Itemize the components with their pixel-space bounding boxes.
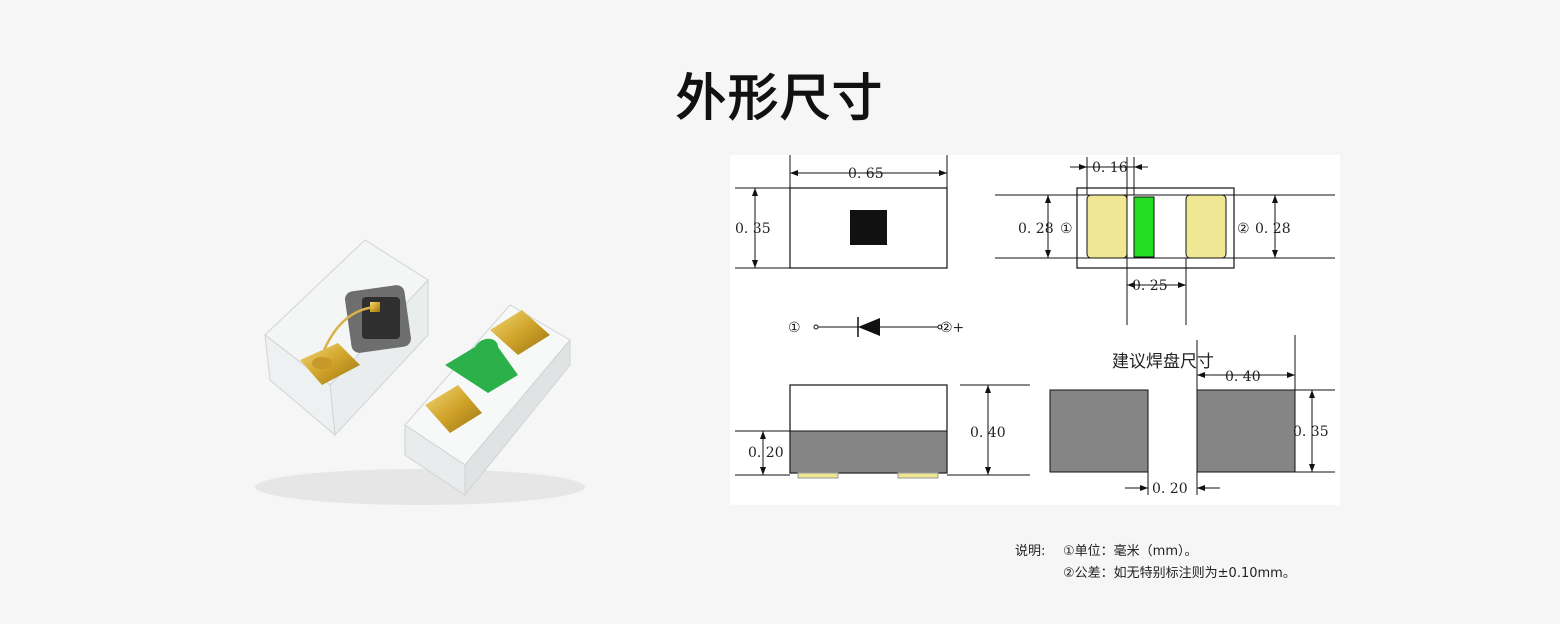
dim-width: 0. 65 xyxy=(848,166,884,182)
pin1-label: ① xyxy=(1060,221,1073,237)
dim-height: 0. 35 xyxy=(735,221,771,237)
bottom-view: 0. 16 0. 28 ① ② 0. 28 0. 25 xyxy=(995,157,1335,325)
dim-body-height: 0. 40 xyxy=(970,425,1006,441)
product-photo xyxy=(255,239,585,505)
note-row-1: 说明: ①单位：毫米（mm）。 xyxy=(1015,541,1296,563)
diode-symbol: ① ②+ xyxy=(788,317,964,337)
land-pattern-title: 建议焊盘尺寸 xyxy=(1112,352,1214,372)
note-unit: ①单位：毫米（mm）。 xyxy=(1063,544,1198,559)
notes-label: 说明: xyxy=(1015,544,1046,559)
dim-land-gap: 0. 20 xyxy=(1152,481,1188,497)
dim-land-height: 0. 35 xyxy=(1293,424,1329,440)
dim-land-width: 0. 40 xyxy=(1225,369,1261,385)
note-tolerance: ②公差：如无特别标注则为±0.10mm。 xyxy=(1063,566,1296,581)
symbol-pin2: ②+ xyxy=(940,320,964,336)
dim-pad-gap: 0. 16 xyxy=(1092,160,1128,176)
note-row-2: ②公差：如无特别标注则为±0.10mm。 xyxy=(1015,563,1296,585)
dim-pad-pitch: 0. 25 xyxy=(1132,278,1168,294)
page-title: 外形尺寸 xyxy=(676,69,884,127)
land-pattern: 建议焊盘尺寸 0. 40 0. 35 0. 20 xyxy=(1049,335,1335,497)
pin2-label: ② xyxy=(1237,221,1250,237)
dim-height-right: 0. 28 xyxy=(1255,221,1291,237)
dimension-drawing: 0. 65 0. 35 0. 16 0. 28 ① ② 0. 28 0. 25 xyxy=(730,155,1340,505)
top-view: 0. 65 0. 35 xyxy=(735,155,948,269)
side-view: 0. 40 0. 20 xyxy=(735,384,1030,479)
dim-lens-height: 0. 20 xyxy=(748,445,784,461)
package-front-view xyxy=(264,239,429,437)
symbol-pin1: ① xyxy=(788,320,801,336)
package-bottom-view xyxy=(404,304,571,497)
notes: 说明: ①单位：毫米（mm）。 ②公差：如无特别标注则为±0.10mm。 xyxy=(1015,541,1296,585)
dim-height-left: 0. 28 xyxy=(1018,221,1054,237)
